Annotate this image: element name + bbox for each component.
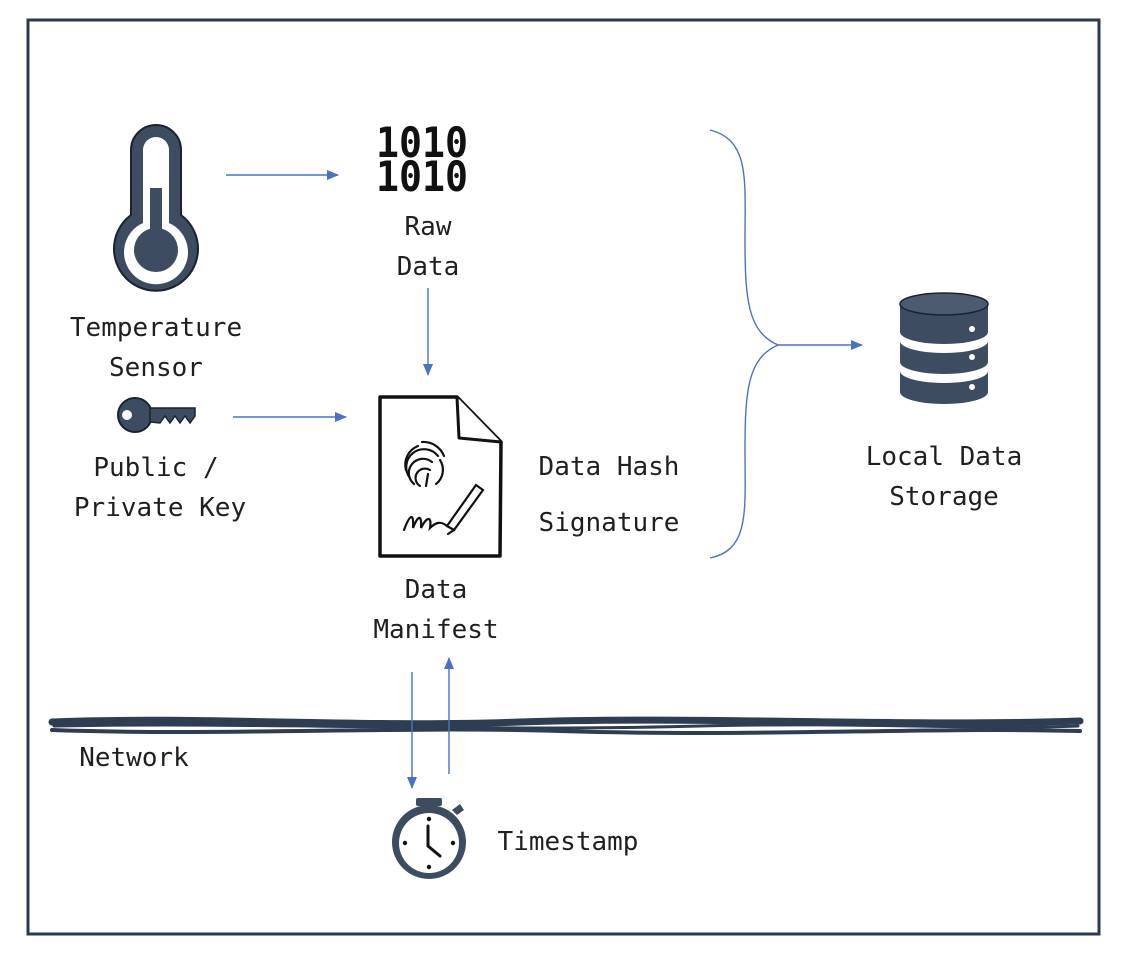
raw-data-label-line2: Data [397,252,460,282]
document-fingerprint-signature-icon [378,395,503,558]
database-icon [899,292,989,404]
pen-signature-icon [402,483,485,536]
signature-label: Signature [539,508,680,538]
sensor-label-line1: Temperature [70,313,242,343]
thermometer-icon [113,124,199,292]
manifest-label-line2: Manifest [373,615,498,645]
binary-row-1: 1010 [376,118,468,167]
manifest-label-line1: Data [405,575,468,605]
fingerprint-icon [404,440,446,488]
key-label-line2: Private Key [74,493,246,523]
timestamp-label: Timestamp [498,827,639,857]
data-hash-label: Data Hash [539,452,680,482]
storage-label-line2: Storage [889,482,999,512]
diagram-frame [26,18,1101,936]
binary-data-icon: 1010 1010 [376,118,468,201]
network-line [48,716,1084,735]
grouping-brace [709,129,780,559]
key-label-line1: Public / [93,453,218,483]
binary-row-2: 1010 [376,152,468,201]
key-icon [117,397,196,433]
network-label: Network [79,743,189,773]
raw-data-label-line1: Raw [405,212,452,242]
sensor-label-line2: Sensor [109,353,203,383]
stopwatch-icon [392,798,466,879]
storage-label-line1: Local Data [866,442,1023,472]
